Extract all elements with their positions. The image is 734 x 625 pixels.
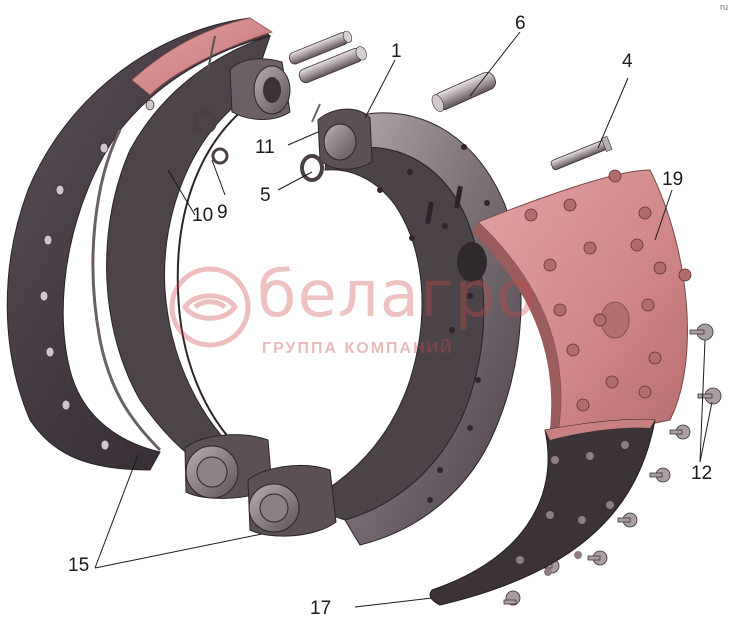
- callout-5: 5: [260, 185, 271, 206]
- callout-11: 11: [255, 137, 275, 158]
- callout-17: 17: [310, 598, 332, 619]
- lining-19-rivets: [524, 169, 692, 412]
- lining-17-holes: [516, 441, 629, 576]
- pins-group: [288, 30, 613, 171]
- leader-lines: [94, 31, 713, 608]
- left-lining-red-face: [131, 17, 273, 96]
- callout-12: 12: [691, 463, 713, 484]
- middle-shoe-slots: [425, 185, 463, 225]
- pin-4: [550, 135, 613, 171]
- left-shoe-assembly: [6, 17, 291, 499]
- left-lining-holes: [39, 99, 155, 451]
- lining-17: [429, 418, 656, 606]
- callout-1: 1: [391, 41, 402, 62]
- middle-shoe-center-hole: [457, 242, 487, 282]
- callout-9: 9: [217, 202, 228, 223]
- ring-5: [300, 154, 324, 182]
- lining-19: [472, 169, 692, 451]
- middle-shoe-web: [298, 123, 485, 521]
- callout-4: 4: [622, 51, 633, 72]
- callout-19: 19: [662, 169, 684, 190]
- clip-part: [211, 147, 229, 165]
- callout-6: 6: [515, 13, 526, 34]
- middle-shoe-holes: [377, 144, 490, 503]
- pin-6: [431, 71, 496, 112]
- middle-shoe-1: [247, 103, 522, 546]
- callout-15: 15: [68, 555, 90, 576]
- callout-10: 10: [192, 205, 214, 226]
- corner-mark: ru: [719, 2, 728, 12]
- left-shoe-web: [106, 35, 271, 471]
- washer-part: [193, 110, 217, 134]
